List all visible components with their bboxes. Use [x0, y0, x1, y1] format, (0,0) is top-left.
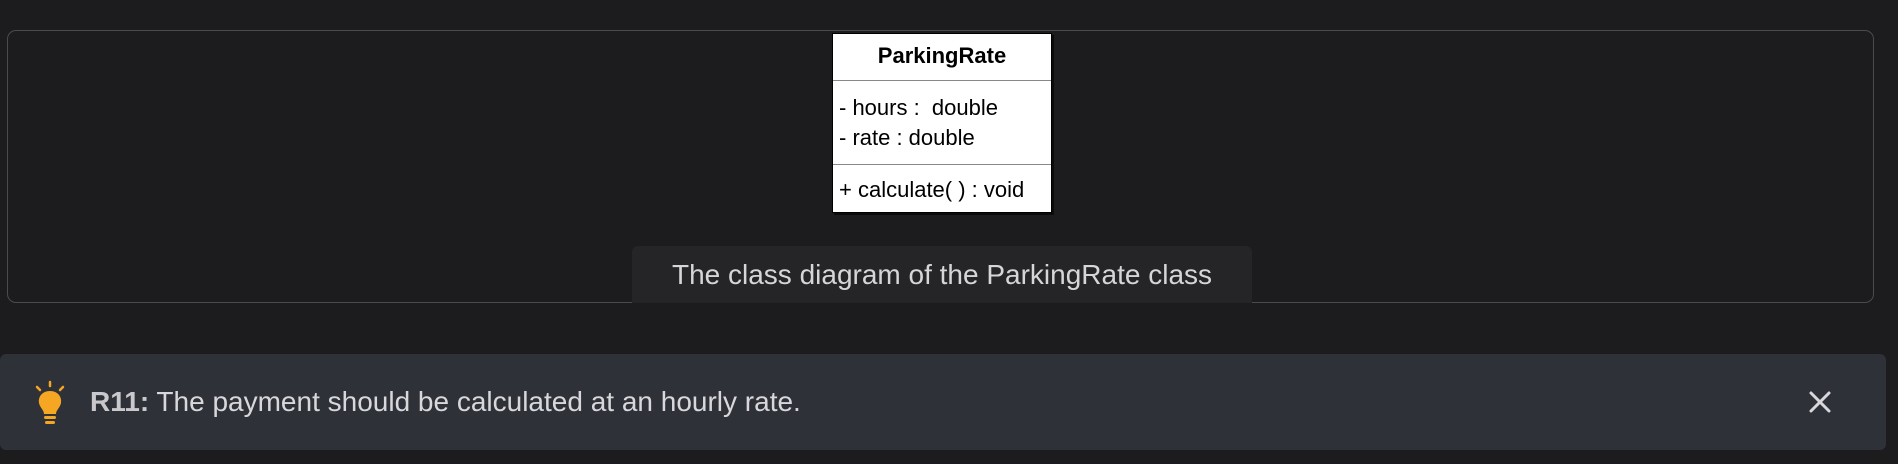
tip-message: The payment should be calculated at an h… — [149, 386, 801, 417]
tip-text: R11: The payment should be calculated at… — [90, 354, 801, 450]
uml-class-name: ParkingRate — [833, 34, 1051, 81]
uml-class-operations: + calculate( ) : void — [839, 177, 1025, 202]
tip-tag: R11: — [90, 386, 150, 417]
uml-class-box: ParkingRate - hours : double - rate : do… — [832, 33, 1052, 213]
lightbulb-icon — [35, 380, 65, 424]
uml-class-attributes: - hours : double - rate : double — [833, 81, 1051, 165]
figure-caption: The class diagram of the ParkingRate cla… — [632, 246, 1252, 303]
close-icon[interactable] — [1800, 382, 1840, 422]
requirement-tip-bar: R11: The payment should be calculated at… — [0, 354, 1886, 450]
